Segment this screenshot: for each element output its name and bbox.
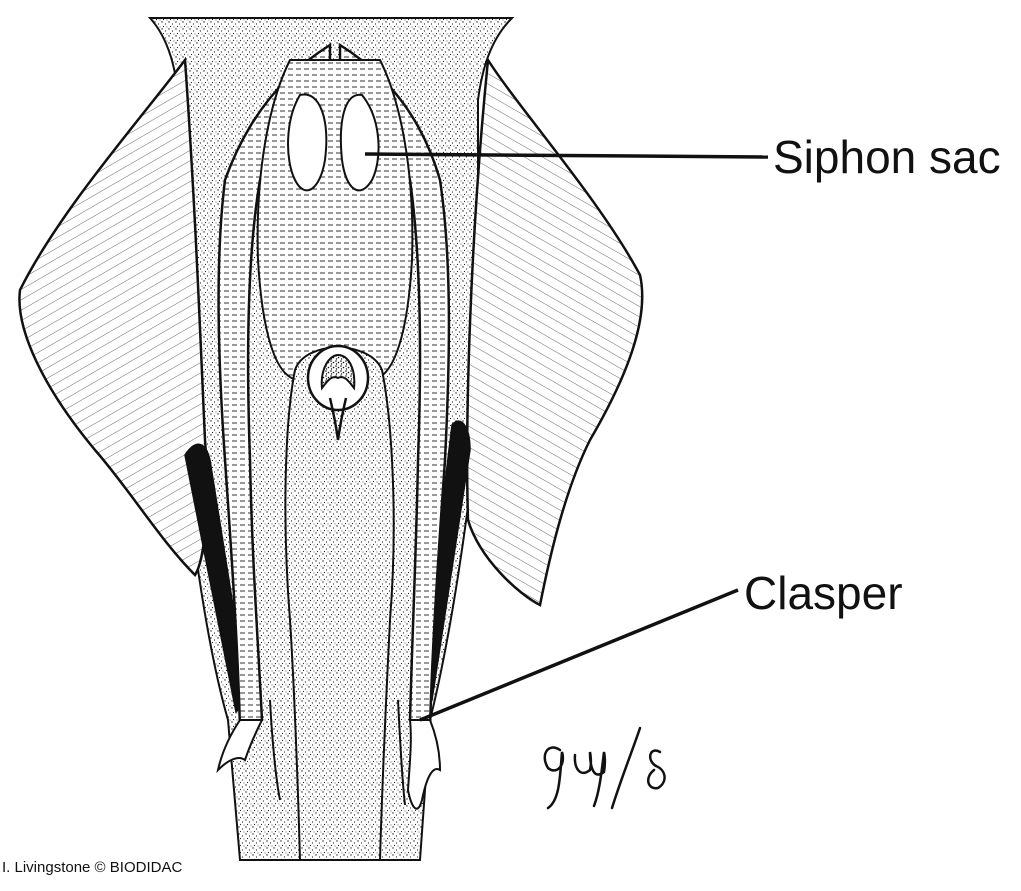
siphon-sac-leader-line: [364, 152, 769, 159]
left-clasper-inner-line: [269, 699, 281, 801]
right-clasper-tip: [406, 719, 442, 810]
cloaca-inner: [320, 353, 356, 391]
clasper-label: Clasper: [744, 567, 903, 619]
right-clasper-inner-line: [397, 699, 406, 806]
right-pelvic-fin: [465, 56, 644, 607]
right-siphon-chamber: [339, 93, 380, 192]
left-pelvic-fin: [18, 56, 209, 577]
cloaca-papilla: [328, 397, 348, 441]
left-clasper-tip: [216, 719, 264, 774]
image-credit: I. Livingstone © BIODIDAC: [2, 859, 183, 876]
left-siphon-chamber: [287, 93, 328, 192]
central-ribbed-area: [256, 59, 414, 381]
tail-stalk: [284, 346, 395, 861]
clasper-leader-line: [419, 588, 739, 722]
siphon-sac-label: Siphon sac: [773, 131, 1001, 183]
signature-mark: [543, 726, 666, 810]
